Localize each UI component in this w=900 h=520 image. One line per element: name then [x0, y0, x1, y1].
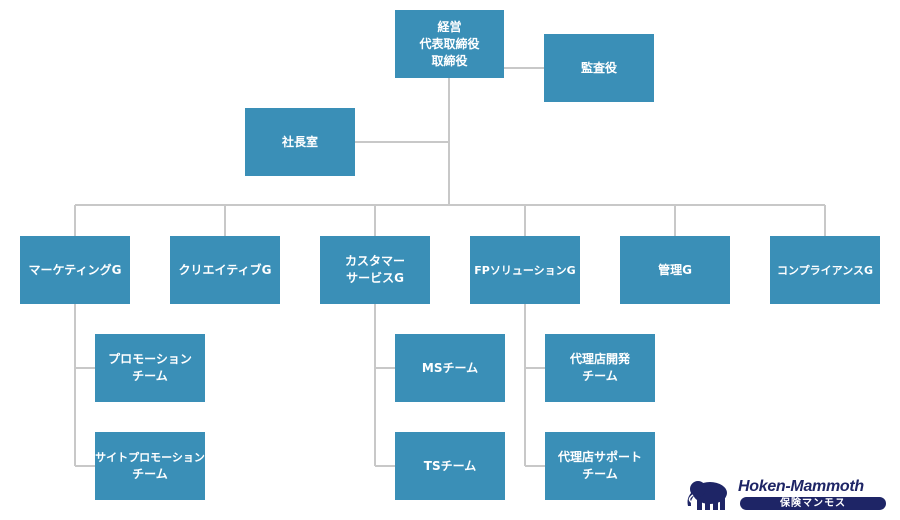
- agency-support-team-label-line1: 代理店サポート: [557, 450, 642, 464]
- customer-service-label-line1: カスタマー: [344, 254, 405, 268]
- agency-support-team-label-line2: チーム: [582, 467, 618, 481]
- site-promotion-team-label-line2: チーム: [132, 467, 168, 481]
- executive-label: 経営: [437, 19, 462, 34]
- management-group-label: 管理G: [658, 262, 692, 277]
- president-office-label: 社長室: [281, 134, 318, 149]
- customer-service-group-node: カスタマー サービスG: [320, 236, 430, 304]
- promotion-team-node: プロモーション チーム: [95, 334, 205, 402]
- marketing-group-node: マーケティングG: [20, 236, 130, 304]
- auditor-node: 監査役: [544, 34, 654, 102]
- compliance-group-node: コンプライアンスG: [770, 236, 880, 304]
- site-promotion-team-label-line1: サイトプロモーション: [95, 451, 205, 464]
- agency-dev-team-node: 代理店開発 チーム: [545, 334, 655, 402]
- promotion-team-label-line2: チーム: [132, 369, 168, 383]
- agency-dev-team-label-line1: 代理店開発: [569, 352, 630, 366]
- agency-dev-team-label-line2: チーム: [582, 369, 618, 383]
- creative-group-node: クリエイティブG: [170, 236, 280, 304]
- management-group-node: 管理G: [620, 236, 730, 304]
- ceo-label: 代表取締役: [419, 36, 480, 51]
- promotion-team-label-line1: プロモーション: [108, 352, 192, 366]
- director-label: 取締役: [431, 53, 468, 68]
- executive-node: 経営 代表取締役 取締役: [395, 10, 504, 78]
- ts-team-node: TSチーム: [395, 432, 505, 500]
- customer-service-label-line2: サービスG: [346, 271, 404, 285]
- ts-team-label: TSチーム: [423, 458, 477, 473]
- agency-support-team-node: 代理店サポート チーム: [545, 432, 655, 500]
- ms-team-node: MSチーム: [395, 334, 505, 402]
- ms-team-label: MSチーム: [421, 360, 479, 375]
- logo-wordmark: Hoken-Mammoth: [738, 478, 864, 495]
- fp-solution-group-label: FPソリューションG: [474, 263, 576, 277]
- logo-subtitle: 保険マンモス: [740, 497, 886, 510]
- compliance-group-label: コンプライアンスG: [776, 263, 874, 277]
- creative-group-label: クリエイティブG: [178, 262, 272, 277]
- mammoth-icon: [687, 481, 727, 510]
- auditor-label: 監査役: [580, 60, 617, 75]
- site-promotion-team-node: サイトプロモーション チーム: [95, 432, 205, 500]
- fp-solution-group-node: FPソリューションG: [470, 236, 580, 304]
- president-office-node: 社長室: [245, 108, 355, 176]
- marketing-group-label: マーケティングG: [28, 262, 122, 277]
